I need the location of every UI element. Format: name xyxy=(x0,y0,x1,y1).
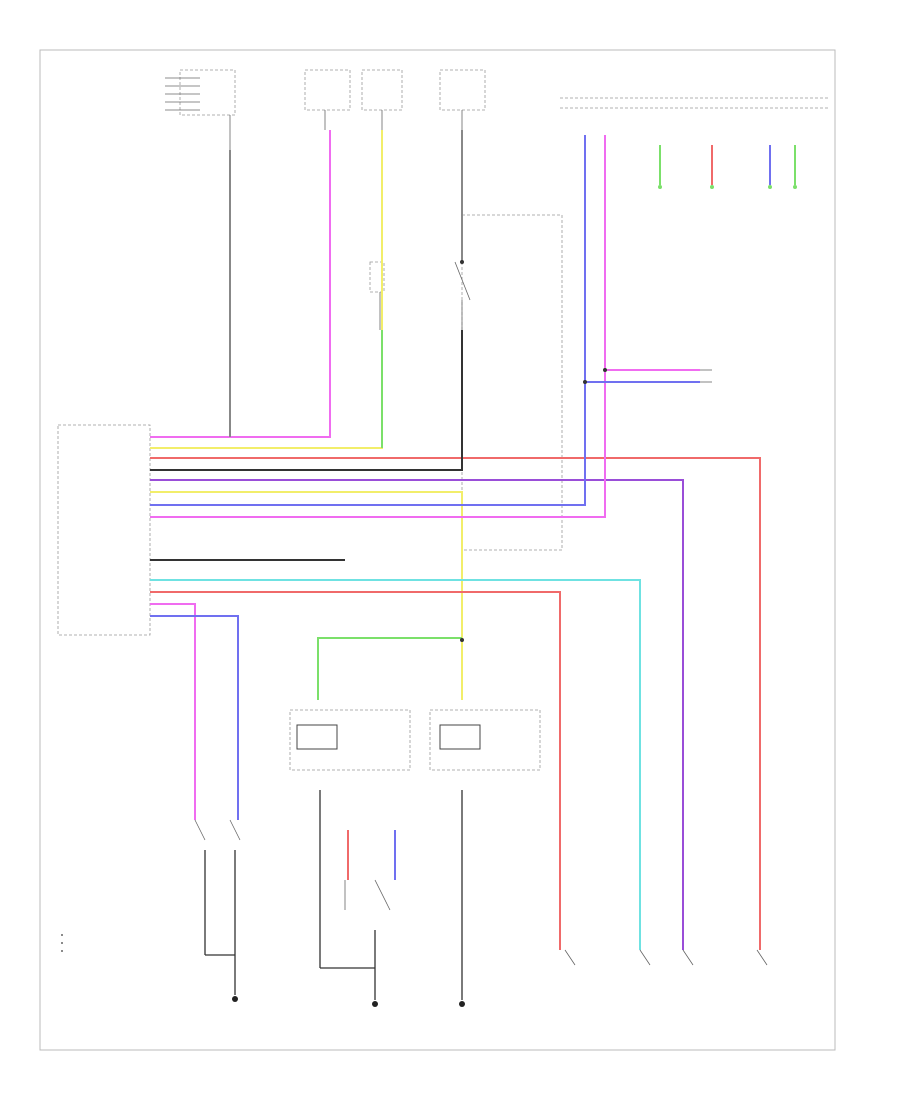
wire-pink-3 xyxy=(150,603,196,820)
sensor-terminal xyxy=(658,185,662,189)
wire-purple-1 xyxy=(150,479,684,950)
fuse-block-4 xyxy=(439,69,486,130)
wire-pink-1 xyxy=(150,130,331,438)
wire-yellow-2 xyxy=(150,491,463,640)
sensor-terminal xyxy=(768,185,772,189)
fuse-block-3 xyxy=(361,69,403,130)
lower-relay-ground xyxy=(459,790,465,1007)
lower-middle-switch xyxy=(319,790,391,1007)
splice-dot xyxy=(603,368,607,372)
sensor-pairs xyxy=(585,135,795,520)
wire-blue-1 xyxy=(150,135,586,506)
door-switches xyxy=(564,949,768,966)
ground-middle-icon xyxy=(372,1001,378,1007)
wire-black-1 xyxy=(150,330,463,471)
wire-red-2 xyxy=(150,591,561,950)
legend xyxy=(61,934,63,952)
middle-switch-left xyxy=(369,261,385,330)
relay-box-right xyxy=(429,709,541,771)
splice-dot xyxy=(460,638,464,642)
fuse-block-2 xyxy=(304,69,351,130)
right-inline-connector xyxy=(700,369,712,383)
sensor-terminal xyxy=(710,185,714,189)
wire-red-long xyxy=(150,457,761,950)
splice-dot xyxy=(583,380,587,384)
control-module-top-right xyxy=(560,97,830,109)
wire-blue-2 xyxy=(150,615,239,820)
middle-switch-right xyxy=(454,261,471,330)
wire-yellow-1 xyxy=(150,130,383,449)
fuse-block-left xyxy=(165,69,236,150)
splice-dot xyxy=(460,260,464,264)
middle-enclosure xyxy=(461,214,563,551)
wire-pink-2 xyxy=(150,135,606,518)
sensor-terminal xyxy=(793,185,797,189)
diagram-border xyxy=(39,49,836,1051)
wire-cyan-1 xyxy=(150,579,641,950)
ground-left-icon xyxy=(232,996,238,1002)
lower-left-switches xyxy=(194,819,241,1002)
wire-green-2 xyxy=(317,637,462,700)
wire-harness xyxy=(150,130,797,950)
relay-box-left xyxy=(289,709,411,771)
control-unit-connector xyxy=(57,424,151,636)
ground-right-icon xyxy=(459,1001,465,1007)
